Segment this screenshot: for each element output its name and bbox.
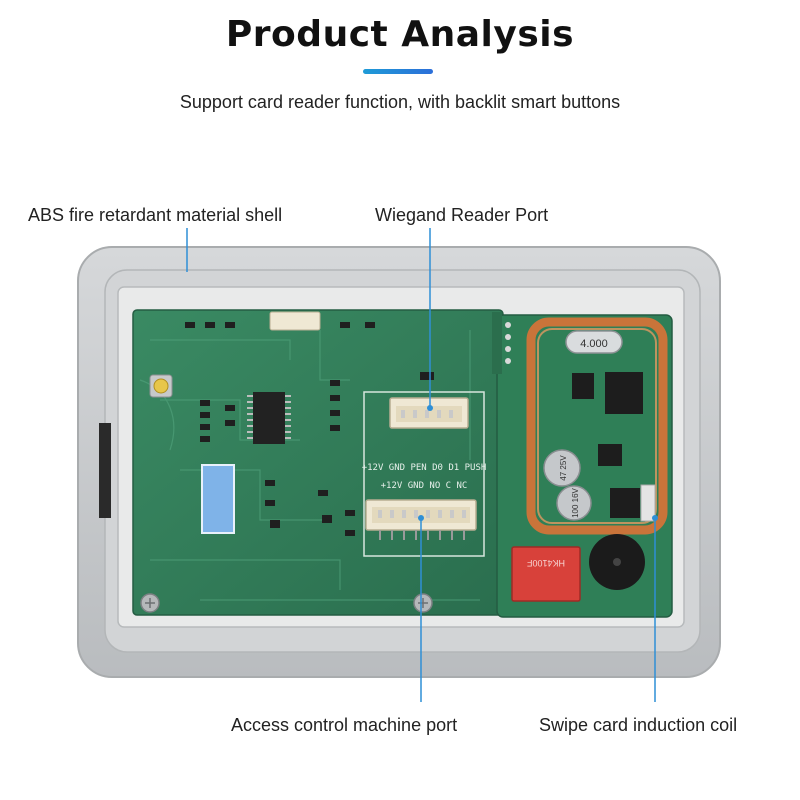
page-title: Product Analysis: [225, 14, 575, 55]
page-subtitle: Support card reader function, with backl…: [179, 92, 621, 112]
capacitor-1-label: 47 25V: [559, 455, 568, 481]
capacitor-1: 47 25V: [543, 449, 581, 487]
voltage-regulator: [610, 488, 640, 518]
callout-machine-port: Access control machine port: [231, 715, 458, 735]
relay: [511, 546, 581, 602]
capacitor-2-label: 100 16V: [571, 487, 580, 517]
top-connector: [269, 311, 321, 331]
side-slot: [99, 423, 111, 518]
pins-top-label: +12V GND PEN D0 D1 PUSH: [362, 463, 487, 473]
board-sticker: [201, 464, 235, 534]
main-ic: [253, 392, 285, 444]
connector-area: [363, 391, 485, 557]
crystal: [565, 330, 623, 354]
reader-ic-2: [605, 372, 643, 414]
wiegand-connector: [389, 397, 469, 429]
title-underline: [363, 69, 433, 74]
relay-label: HK4100F: [526, 558, 565, 568]
callout-shell: ABS fire retardant material shell: [28, 205, 283, 225]
smd-components: [185, 322, 434, 536]
reader-ic-1: [572, 373, 594, 399]
capacitor-2: 100 16V: [556, 485, 592, 521]
induction-coil: [526, 317, 668, 535]
callout-induction-coil: Swipe card induction coil: [539, 715, 738, 735]
callout-wiegand-port: Wiegand Reader Port: [375, 205, 549, 225]
pins-bottom-label: +12V GND NO C NC: [381, 481, 468, 491]
crystal-label: 4.000: [580, 338, 608, 350]
reader-ic-3: [598, 444, 622, 466]
